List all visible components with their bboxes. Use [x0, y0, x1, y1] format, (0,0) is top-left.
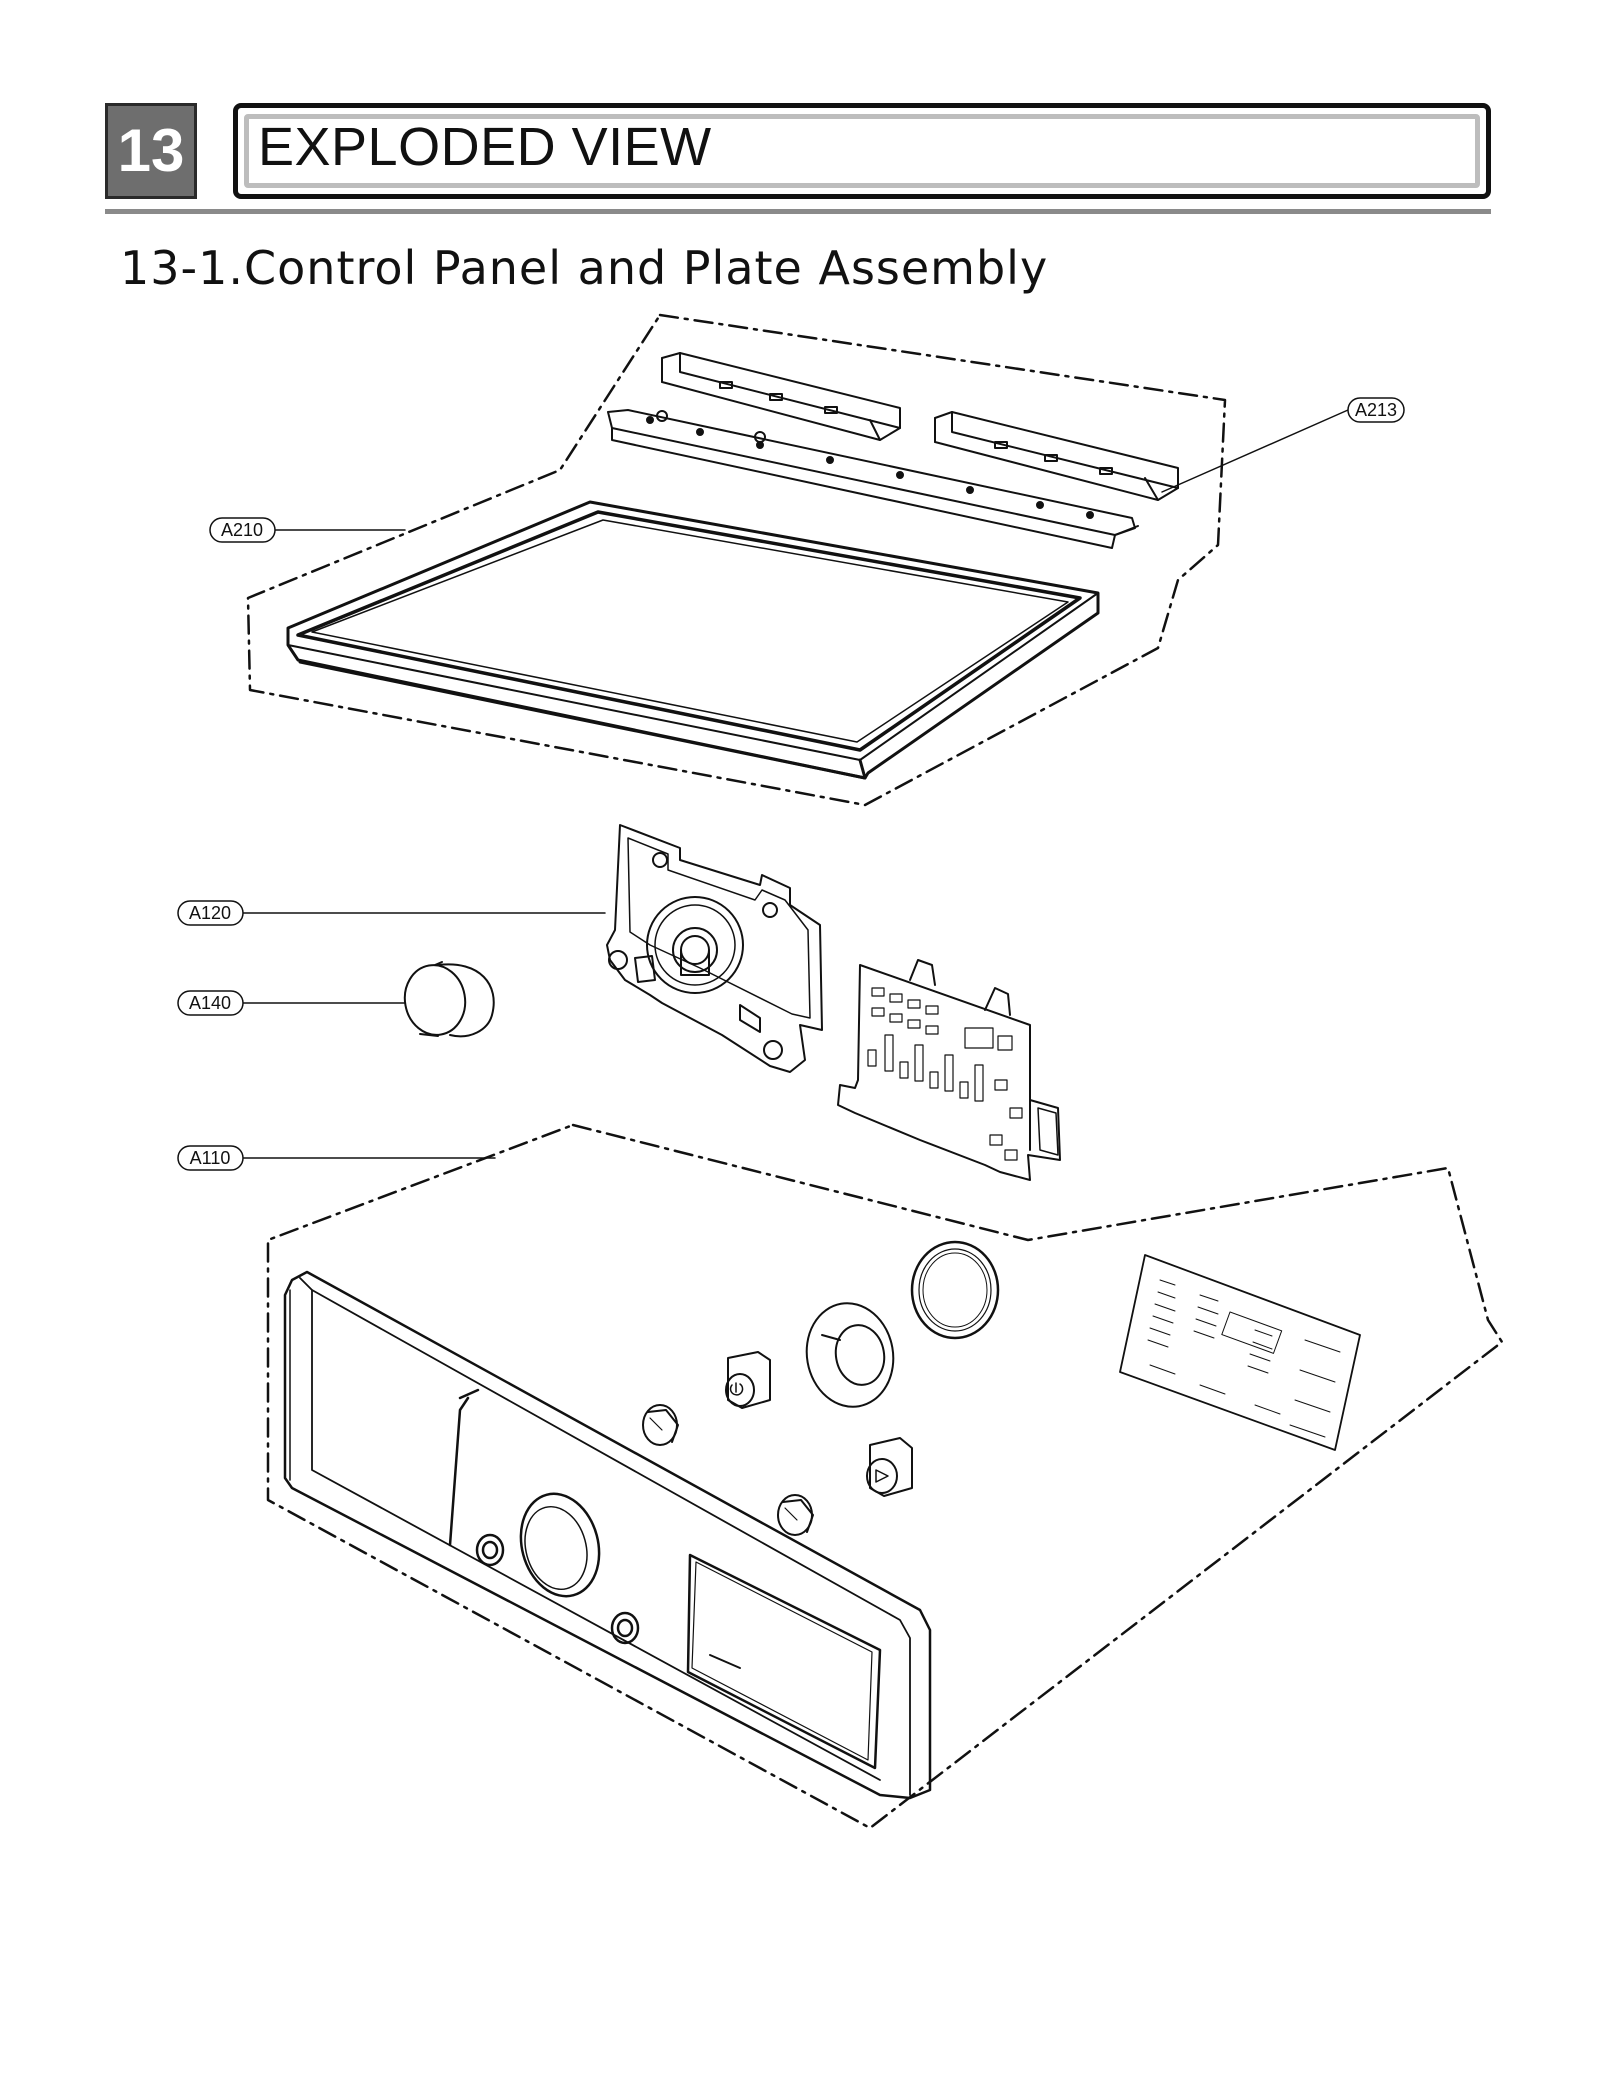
button-small-left: [642, 1404, 679, 1446]
callout-bubble-a140: [177, 990, 244, 1016]
callout-a110: A110: [190, 1148, 231, 1168]
subsection-title: 13-1.Control Panel and Plate Assembly: [120, 241, 1049, 295]
section-title-inner-border: [244, 114, 1480, 188]
callout-bubble-a210: [209, 517, 276, 543]
button-power: [725, 1351, 771, 1409]
section-title-box: EXPLODED VIEW: [233, 103, 1491, 199]
button-start: [866, 1437, 913, 1497]
knob: [403, 961, 495, 1038]
callout-bubbles: [177, 397, 1405, 1171]
callout-a140: A140: [189, 993, 231, 1013]
control-panel-front: [283, 1270, 932, 1800]
leader-lines: [242, 409, 1349, 1159]
callout-labels: A213 A210 A120 A140 A110: [189, 400, 1397, 1168]
top-plate: [286, 500, 1100, 780]
section-title: EXPLODED VIEW: [258, 117, 712, 177]
button-small-right: [777, 1494, 814, 1536]
callout-bubble-a110: [177, 1145, 244, 1171]
callout-a120: A120: [189, 903, 231, 923]
knob-bezel: [910, 1240, 1000, 1340]
knob-ring: [805, 1302, 895, 1408]
hinge-cover-left: [661, 352, 901, 441]
callout-bubble-a120: [177, 900, 244, 926]
rear-bracket: [607, 409, 1139, 549]
control-frame: [606, 824, 823, 1073]
plate-group-boundary: [246, 313, 1227, 807]
callout-a210: A210: [221, 520, 263, 540]
section-number-badge: 13: [105, 103, 197, 199]
callout-bubble-a213: [1347, 397, 1405, 423]
header-rule: [105, 209, 1491, 214]
panel-group-boundary: [266, 1123, 1504, 1830]
pcb-assembly: [837, 959, 1061, 1181]
decor-overlay: [1119, 1254, 1361, 1451]
callout-a213: A213: [1355, 400, 1397, 420]
hinge-cover-right: [934, 411, 1179, 501]
